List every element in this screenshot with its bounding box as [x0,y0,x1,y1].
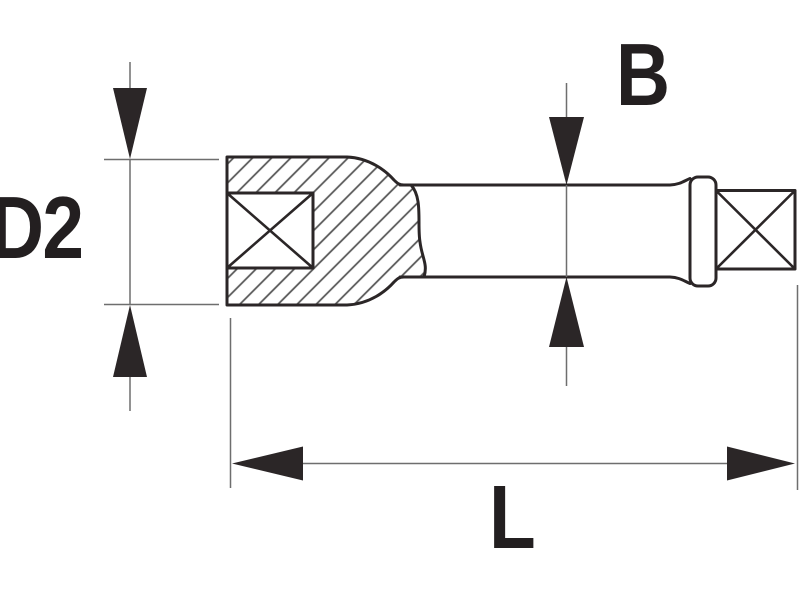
drive-hole-cross-icon [225,191,315,270]
l-arrowhead-left-icon [232,446,303,481]
label-d2: D2 [0,178,84,277]
drive-end-cross-icon [714,189,797,271]
dimension-l [229,285,799,490]
l-arrowhead-right-icon [727,446,795,481]
d2-arrowhead-down-icon [113,88,147,159]
shaft-body [398,177,692,285]
d2-arrowhead-up-icon [113,305,147,377]
label-l: L [489,468,536,568]
dimension-b [549,83,584,386]
shaft-top-edge [398,177,692,187]
shaft-bottom-edge [398,275,692,285]
dimension-d2 [104,62,219,411]
label-b: B [616,25,670,124]
collar [688,175,718,288]
socket-head-section [225,155,427,307]
square-drive-end [714,189,797,271]
b-arrowhead-down-icon [549,117,584,185]
b-arrowhead-up-icon [549,277,584,347]
